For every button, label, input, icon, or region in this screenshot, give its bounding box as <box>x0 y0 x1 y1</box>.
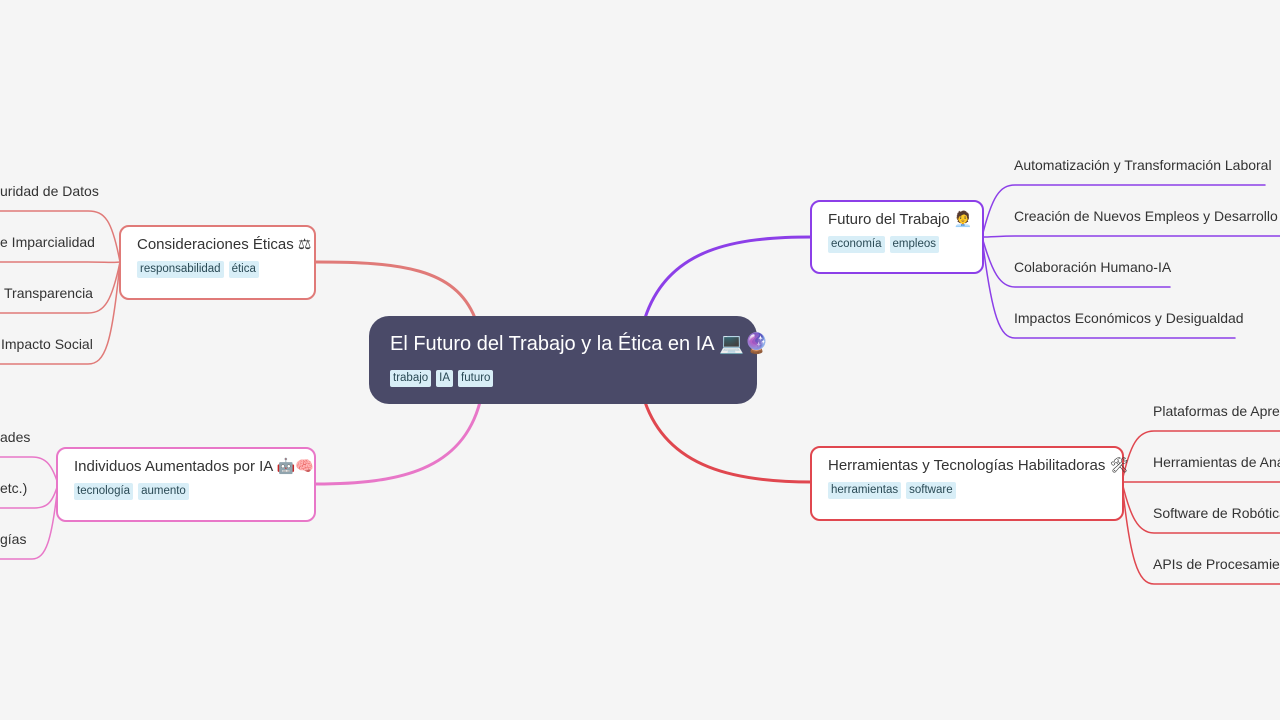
leaf-individuos-1[interactable]: ades <box>0 429 31 445</box>
tag-software[interactable]: software <box>906 482 956 499</box>
link-futuro-leaf-4 <box>981 236 1236 339</box>
tag-trabajo[interactable]: trabajo <box>390 370 432 387</box>
branch-etica-tags: responsabilidad ética <box>137 261 300 278</box>
leaf-etica-2[interactable]: e Imparcialidad <box>0 234 95 250</box>
root-topic-title: El Futuro del Trabajo y la Ética en IA 💻… <box>390 333 769 355</box>
root-topic[interactable]: El Futuro del Trabajo y la Ética en IA 💻… <box>369 316 769 404</box>
link-futuro-leaf-2 <box>981 235 1280 238</box>
link-etica-leaf-3 <box>0 261 121 314</box>
leaf-individuos-2[interactable]: etc.) <box>0 480 28 496</box>
branch-consideraciones-eticas[interactable]: Consideraciones Éticas ⚖ responsabilidad… <box>119 225 316 300</box>
leaf-herramientas-3[interactable]: Software de Robótica <box>1153 505 1280 521</box>
leaf-futuro-4[interactable]: Impactos Económicos y Desigualdad <box>1014 310 1244 326</box>
branch-herramientas-title: Herramientas y Tecnologías Habilitadoras… <box>828 457 1129 474</box>
link-herramientas-leaf-3 <box>1121 481 1280 534</box>
leaf-individuos-3[interactable]: gías <box>0 531 27 547</box>
tag-tecnologia[interactable]: tecnología <box>74 483 134 500</box>
leaf-herramientas-2[interactable]: Herramientas de Aná <box>1153 454 1280 470</box>
tag-responsabilidad[interactable]: responsabilidad <box>137 261 224 278</box>
tag-futuro[interactable]: futuro <box>458 370 494 387</box>
link-root-etica <box>314 260 477 320</box>
leaf-etica-4[interactable]: Impacto Social <box>1 336 93 352</box>
link-herramientas-leaf-4 <box>1121 481 1280 585</box>
leaf-etica-1[interactable]: uridad de Datos <box>0 183 99 199</box>
tag-aumento[interactable]: aumento <box>138 483 189 500</box>
link-root-individuos <box>314 400 482 486</box>
tag-economia[interactable]: economía <box>828 236 885 253</box>
branch-herramientas-tags: herramientas software <box>828 482 1108 499</box>
leaf-futuro-1[interactable]: Automatización y Transformación Laboral <box>1014 157 1272 173</box>
link-futuro-leaf-3 <box>981 236 1171 288</box>
branch-individuos-tags: tecnología aumento <box>74 483 300 500</box>
link-root-herramientas <box>643 400 814 484</box>
branch-individuos-title: Individuos Aumentados por IA 🤖🧠 <box>74 458 314 475</box>
tag-ia[interactable]: IA <box>436 370 454 387</box>
branch-futuro-tags: economía empleos <box>828 236 968 253</box>
branch-etica-title: Consideraciones Éticas ⚖ <box>137 236 312 253</box>
leaf-futuro-3[interactable]: Colaboración Humano-IA <box>1014 259 1172 275</box>
leaf-herramientas-1[interactable]: Plataformas de Apren <box>1153 403 1280 419</box>
root-topic-tags: trabajo IA futuro <box>390 370 737 387</box>
branch-futuro-del-trabajo[interactable]: Futuro del Trabajo 🧑‍💼 economía empleos <box>810 200 984 274</box>
leaf-etica-3[interactable]: Transparencia <box>4 285 93 301</box>
branch-futuro-title: Futuro del Trabajo 🧑‍💼 <box>828 211 973 228</box>
link-root-futuro <box>643 235 814 320</box>
tag-etica[interactable]: ética <box>228 261 259 278</box>
leaf-futuro-2[interactable]: Creación de Nuevos Empleos y Desarrollo … <box>1014 208 1280 224</box>
leaf-herramientas-4[interactable]: APIs de Procesamient <box>1153 556 1280 572</box>
link-etica-leaf-1 <box>0 210 121 263</box>
link-etica-leaf-4 <box>0 261 121 365</box>
tag-herramientas[interactable]: herramientas <box>828 482 902 499</box>
link-individuos-leaf-3 <box>0 483 59 560</box>
link-herramientas-leaf-1 <box>1121 430 1280 483</box>
tag-empleos[interactable]: empleos <box>889 236 939 253</box>
branch-herramientas-tecnologias[interactable]: Herramientas y Tecnologías Habilitadoras… <box>810 446 1129 521</box>
branch-individuos-aumentados[interactable]: Individuos Aumentados por IA 🤖🧠 tecnolog… <box>56 447 316 522</box>
link-futuro-leaf-1 <box>981 184 1266 238</box>
